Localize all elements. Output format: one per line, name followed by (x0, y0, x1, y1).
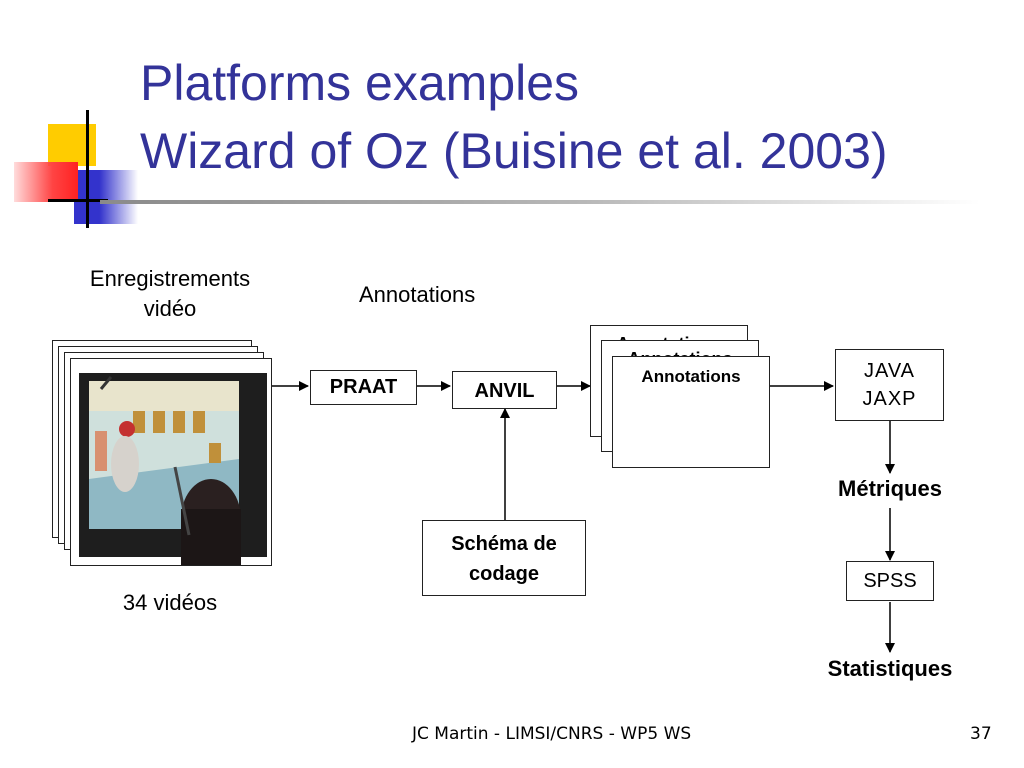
statistiques-label: Statistiques (827, 656, 953, 681)
video-count-label: 34 vidéos (122, 590, 218, 615)
jaxp-label: JAXP (862, 388, 917, 410)
annotations-file-front: Annotations (612, 356, 770, 468)
annotations-file-front-label: Annotations (641, 367, 741, 386)
coding-scheme-line2: codage (468, 563, 540, 585)
java-label: JAVA (863, 360, 916, 382)
logo-vertical-line (86, 110, 89, 228)
title-underline (100, 200, 980, 204)
video-frame-front (70, 358, 272, 566)
java-jaxp-box: JAVA JAXP (835, 349, 944, 421)
video-thumbnail (79, 373, 267, 565)
slide-title-line2: Wizard of Oz (Buisine et al. 2003) (140, 123, 888, 179)
footer-text: JC Martin - LIMSI/CNRS - WP5 WS (412, 724, 692, 744)
spss-box: SPSS (846, 561, 934, 601)
video-label-line2: vidéo (143, 296, 197, 321)
metriques-label: Métriques (838, 476, 942, 501)
page-number: 37 (970, 724, 992, 744)
coding-scheme-line1: Schéma de (451, 533, 557, 555)
video-recordings-label: Enregistrements vidéo (70, 264, 270, 324)
annotations-header: Annotations (359, 282, 476, 307)
logo-horizontal-line (48, 199, 108, 202)
coding-scheme-box: Schéma de codage (422, 520, 586, 596)
praat-box: PRAAT (310, 370, 417, 405)
slide-title-line1: Platforms examples (140, 55, 580, 111)
logo-red-square (14, 162, 78, 202)
anvil-box: ANVIL (452, 371, 557, 409)
logo-blue-square (74, 170, 138, 224)
video-label-line1: Enregistrements (89, 266, 251, 291)
